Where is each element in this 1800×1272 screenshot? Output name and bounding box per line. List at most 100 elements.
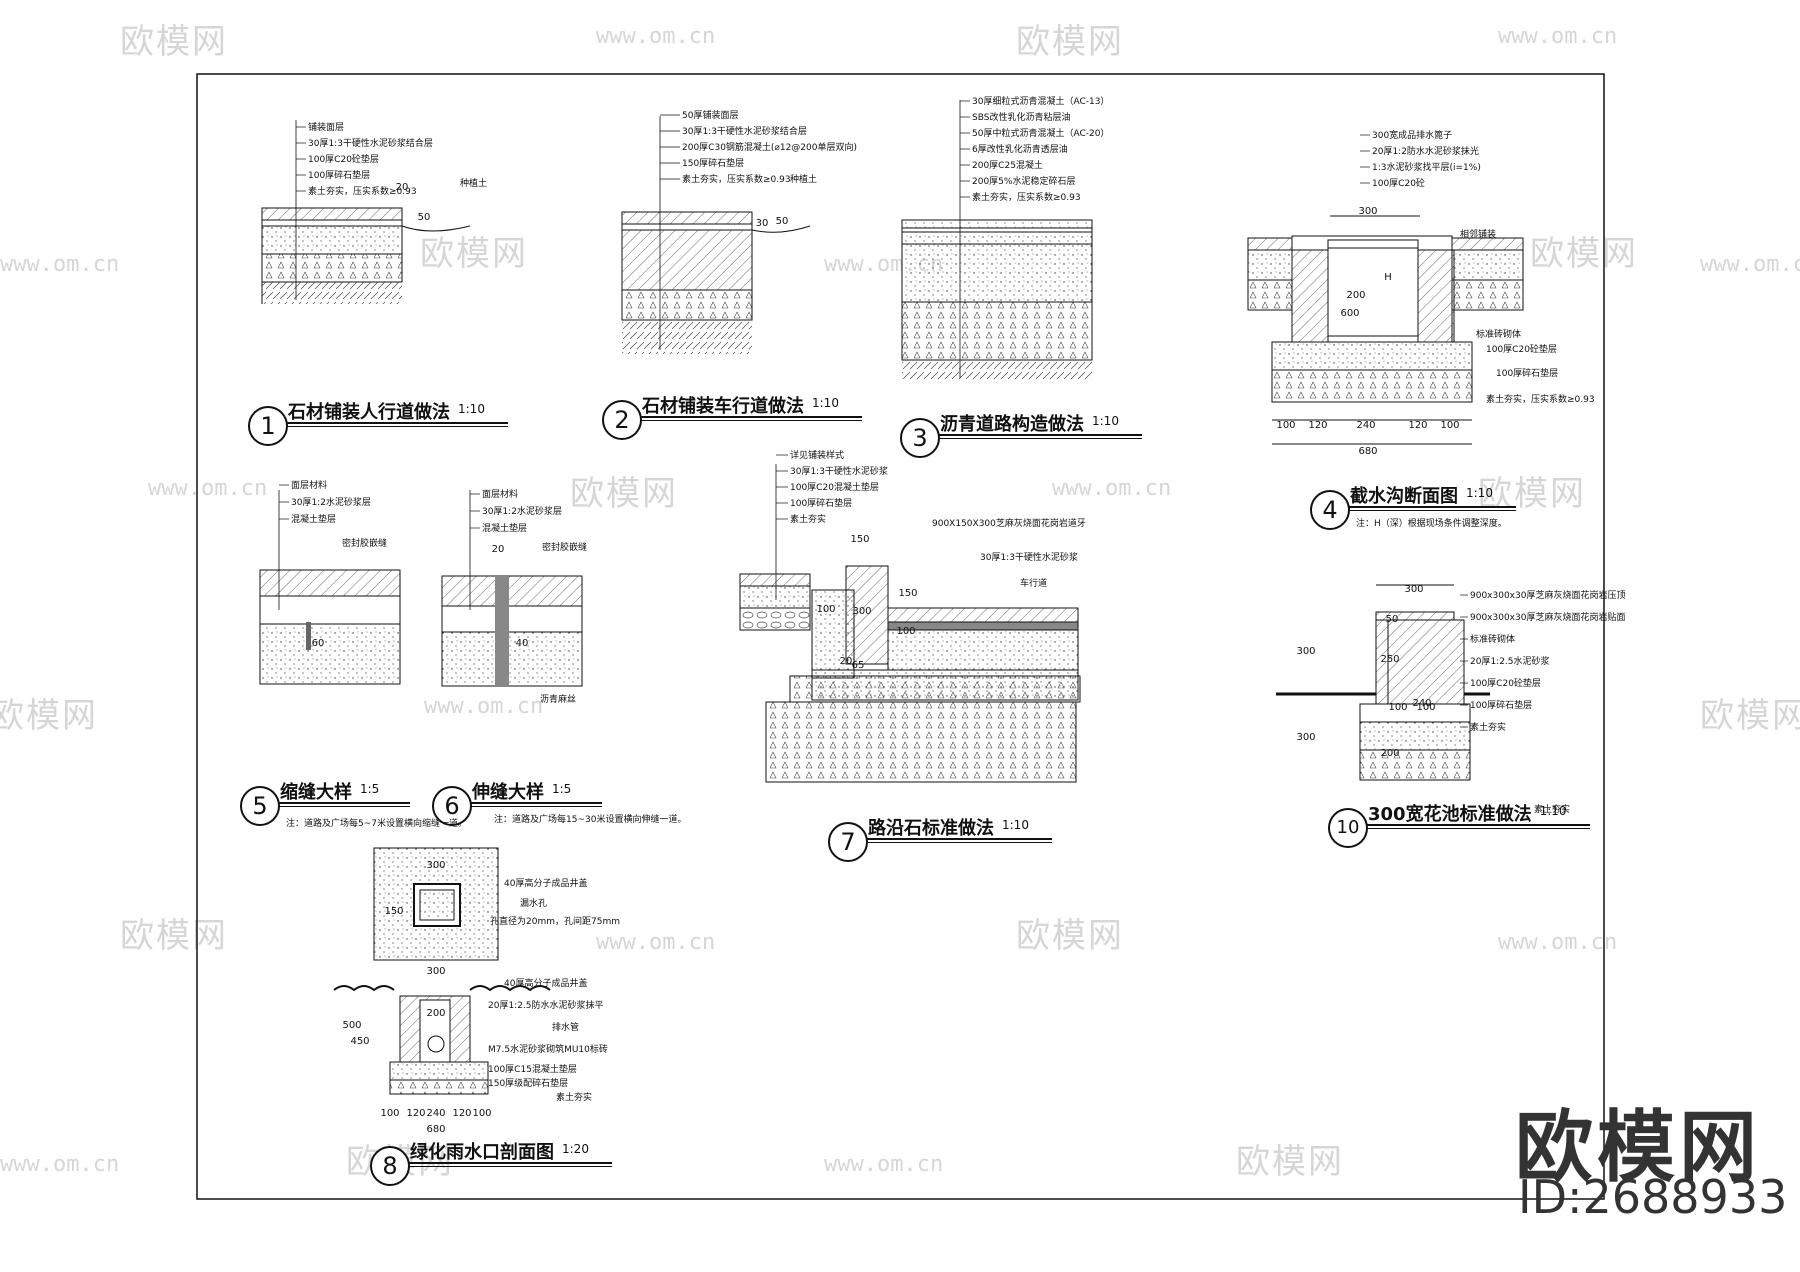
detail-title-text: 伸缝大样 (472, 782, 544, 803)
watermark-url: www.om.cn (1052, 476, 1172, 501)
detail-number-circle: 10 (1328, 808, 1368, 848)
watermark-url: www.om.cn (424, 694, 544, 719)
detail-scale: 1:10 (1539, 804, 1567, 818)
layer-label: 素土夯实 (1534, 803, 1570, 815)
detail-scale: 1:10 (1466, 486, 1493, 500)
note-detail-4: 注：H（深）根据现场条件调整深度。 (1356, 519, 1507, 529)
layer-label: 20厚1:2防水水泥砂浆抹光 (1372, 145, 1479, 157)
dimension-value: 100 (1416, 702, 1435, 713)
layer-label: 素土夯实 (790, 513, 826, 525)
detail-title-text: 石材铺装车行道做法 (642, 396, 804, 417)
layer-label: 30厚1:3干硬性水泥砂浆结合层 (682, 125, 807, 137)
layer-label: 混凝土垫层 (291, 513, 336, 525)
watermark-url: www.om.cn (0, 1152, 120, 1177)
dimension-value: 100 (816, 604, 835, 615)
layer-label: 素土夯实 (1470, 721, 1506, 733)
layer-label: 100厚碎石垫层 (1496, 367, 1558, 379)
layer-label: 混凝土垫层 (482, 522, 527, 534)
dimension-value: 150 (850, 534, 869, 545)
dimension-value: 50 (1386, 614, 1399, 625)
note-detail-5: 注：道路及广场每5~7米设置横向缩缝一道。 (286, 819, 467, 829)
dimension-value: 600 (1340, 308, 1359, 319)
dimension-value: 50 (418, 212, 431, 223)
layer-label: 1:3水泥砂浆找平层(i=1%) (1372, 161, 1481, 173)
dimension-value: 300 (852, 606, 871, 617)
layer-label: 100厚C20砼垫层 (308, 153, 379, 165)
layer-label: 30厚1:2水泥砂浆层 (482, 505, 562, 517)
dimension-value: 200 (426, 1008, 445, 1019)
dimension-value: 50 (776, 216, 789, 227)
layer-label: 漏水孔 (520, 897, 547, 909)
dimension-value: H (1384, 272, 1392, 283)
layer-label: 100厚碎石垫层 (308, 169, 370, 181)
title-underline (1366, 824, 1590, 829)
watermark-logo: 欧模网 (420, 234, 528, 274)
dimension-value: 150 (384, 906, 403, 917)
detail-number-circle: 8 (370, 1146, 410, 1186)
dimension-value: 200 (1346, 290, 1365, 301)
sheet-border (196, 73, 1605, 1200)
model-id: ID:2688933 (1518, 1170, 1788, 1224)
note-detail-6: 注：道路及广场每15~30米设置横向伸缝一道。 (494, 815, 687, 825)
watermark-logo: 欧模网 (570, 474, 678, 514)
layer-label: 标准砖砌体 (1470, 633, 1515, 645)
detail-5-section (259, 490, 401, 685)
dimension-value: 65 (852, 660, 865, 671)
layer-label: 20厚1:2.5防水水泥砂浆抹平 (488, 999, 604, 1011)
detail-scale: 1:10 (812, 396, 839, 410)
title-underline (1348, 506, 1516, 511)
layer-label: 素土夯实，压实系数≥0.93 (682, 173, 791, 185)
layer-label: 50厚铺装面层 (682, 109, 738, 121)
layer-label: 6厚改性乳化沥青透层油 (972, 143, 1068, 155)
layer-label: 沥青麻丝 (540, 693, 576, 705)
dimension-value: 300 (1404, 584, 1423, 595)
layer-label: 30厚细粒式沥青混凝土（AC-13） (972, 95, 1109, 107)
watermark-logo: 欧模网 (1236, 1142, 1344, 1182)
detail-number-circle: 7 (828, 822, 868, 862)
layer-label: 50厚中粒式沥青混凝土（AC-20） (972, 127, 1109, 139)
detail-title-text: 绿化雨水口剖面图 (410, 1142, 554, 1163)
watermark-url: www.om.cn (1498, 24, 1618, 49)
dimension-value: 240 (1356, 420, 1375, 431)
dimension-value: 100 (1388, 702, 1407, 713)
detail-title-text: 缩缝大样 (280, 782, 352, 803)
brand-logo-text: 欧模网 (1515, 1103, 1762, 1193)
layer-label: 900x300x30厚芝麻灰烧面花岗岩贴面 (1470, 611, 1625, 623)
layer-label: 面层材料 (291, 479, 327, 491)
detail-2-section (621, 116, 811, 354)
layer-label: 密封胶嵌缝 (542, 541, 587, 553)
dimension-value: 100 (1440, 420, 1459, 431)
watermark-url: www.om.cn (596, 24, 716, 49)
layer-label: 素土夯实 (556, 1091, 592, 1103)
title-underline (286, 422, 508, 427)
detail-title-text: 路沿石标准做法 (868, 818, 994, 839)
watermark-logo: 欧模网 (0, 696, 98, 736)
detail-8-section (333, 847, 551, 1095)
dimension-value: 40 (516, 638, 529, 649)
layer-label: 铺装面层 (308, 121, 344, 133)
dimension-value: 300 (1296, 646, 1315, 657)
dimension-value: 100 (472, 1108, 491, 1119)
layer-label: 相邻铺装 (1460, 228, 1496, 240)
dimension-value: 20 (840, 656, 853, 667)
detail-3-section (901, 100, 1093, 380)
watermark-logo: 欧模网 (1016, 22, 1124, 62)
detail-scale: 1:10 (1002, 818, 1029, 832)
layer-label: 100厚碎石垫层 (790, 497, 852, 509)
detail-title-text: 截水沟断面图 (1350, 486, 1458, 507)
layer-label: 素土夯实，压实系数≥0.93 (972, 191, 1081, 203)
detail-10-section (1276, 584, 1490, 781)
layer-label: 900x300x30厚芝麻灰烧面花岗岩压顶 (1470, 589, 1625, 601)
layer-label: M7.5水泥砂浆砌筑MU10标砖 (488, 1043, 608, 1055)
layer-label: 200厚C25混凝土 (972, 159, 1043, 171)
detail-scale: 1:5 (360, 782, 380, 796)
layer-label: 150厚碎石垫层 (682, 157, 744, 169)
dimension-value: 20 (396, 182, 409, 193)
layer-label: 300宽成品排水篦子 (1372, 129, 1452, 141)
title-underline (470, 802, 602, 807)
watermark-url: www.om.cn (824, 1152, 944, 1177)
dimension-value: 300 (1358, 206, 1377, 217)
detail-number-circle: 2 (602, 400, 642, 440)
dimension-value: 100 (896, 626, 915, 637)
layer-label: 100厚C20砼垫层 (1470, 677, 1541, 689)
